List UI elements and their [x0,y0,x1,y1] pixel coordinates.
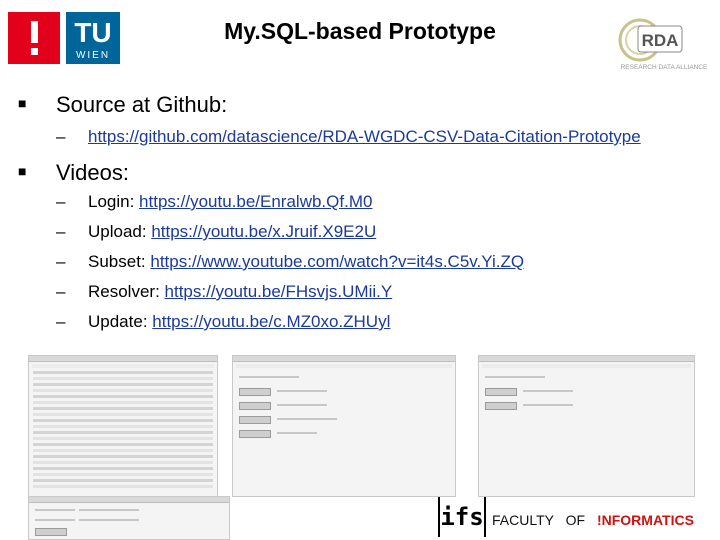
ifs-logo-text: ifs [440,503,484,531]
screenshot-thumbnail-form [28,496,230,540]
list-item: –Upload: https://youtu.be/x.Jruif.X9E2U [56,222,377,241]
tu-wien-logo-icon: TU WIEN [8,12,120,64]
rda-logo-icon: RDA RESEARCH DATA ALLIANCE [618,18,708,71]
of-label: OF [565,512,586,528]
logo-right-text: RDA [642,31,679,50]
logo-left-text: WIEN [76,50,110,61]
bullet-label: Source at Github: [56,92,228,117]
video-prefix: Update: [88,312,153,331]
video-prefix: Resolver: [88,282,165,301]
ifs-logo-icon: ifs [438,497,486,537]
square-bullet-icon: ■ [18,163,27,179]
informatics-label: !NFORMATICS [596,512,694,528]
video-prefix: Upload: [88,222,152,241]
video-link-subset[interactable]: https://www.youtube.com/watch?v=it4s.C5v… [150,252,525,271]
list-item: –https://github.com/datascience/RDA-WGDC… [56,127,641,146]
list-item: –Update: https://youtu.be/c.MZ0xo.ZHUyl [56,312,391,331]
square-bullet-icon: ■ [18,95,27,111]
svg-text:TU: TU [74,17,111,48]
screenshot-thumbnail-table [28,355,218,497]
github-link[interactable]: https://github.com/datascience/RDA-WGDC-… [88,127,641,146]
video-link-upload[interactable]: https://youtu.be/x.Jruif.X9E2U [151,222,377,241]
video-link-resolver[interactable]: https://youtu.be/FHsvjs.UMii.Y [164,282,393,301]
video-link-login[interactable]: https://youtu.be/Enralwb.Qf.M0 [139,192,373,211]
screenshot-thumbnail-update [478,355,695,497]
screenshot-thumbnail-resolver [232,355,456,497]
faculty-of-informatics: FACULTY OF !NFORMATICS [492,512,694,528]
video-link-update[interactable]: https://youtu.be/c.MZ0xo.ZHUyl [152,312,391,331]
list-item: –Resolver: https://youtu.be/FHsvjs.UMii.… [56,282,393,301]
video-prefix: Login: [88,192,140,211]
faculty-label: FACULTY [492,512,554,528]
video-prefix: Subset: [88,252,151,271]
logo-right-subtext: RESEARCH DATA ALLIANCE [621,64,708,71]
list-item: –Subset: https://www.youtube.com/watch?v… [56,252,525,271]
bullet-label: Videos: [56,160,129,185]
list-item: –Login: https://youtu.be/Enralwb.Qf.M0 [56,192,373,211]
page-title: My.SQL-based Prototype [224,18,496,44]
